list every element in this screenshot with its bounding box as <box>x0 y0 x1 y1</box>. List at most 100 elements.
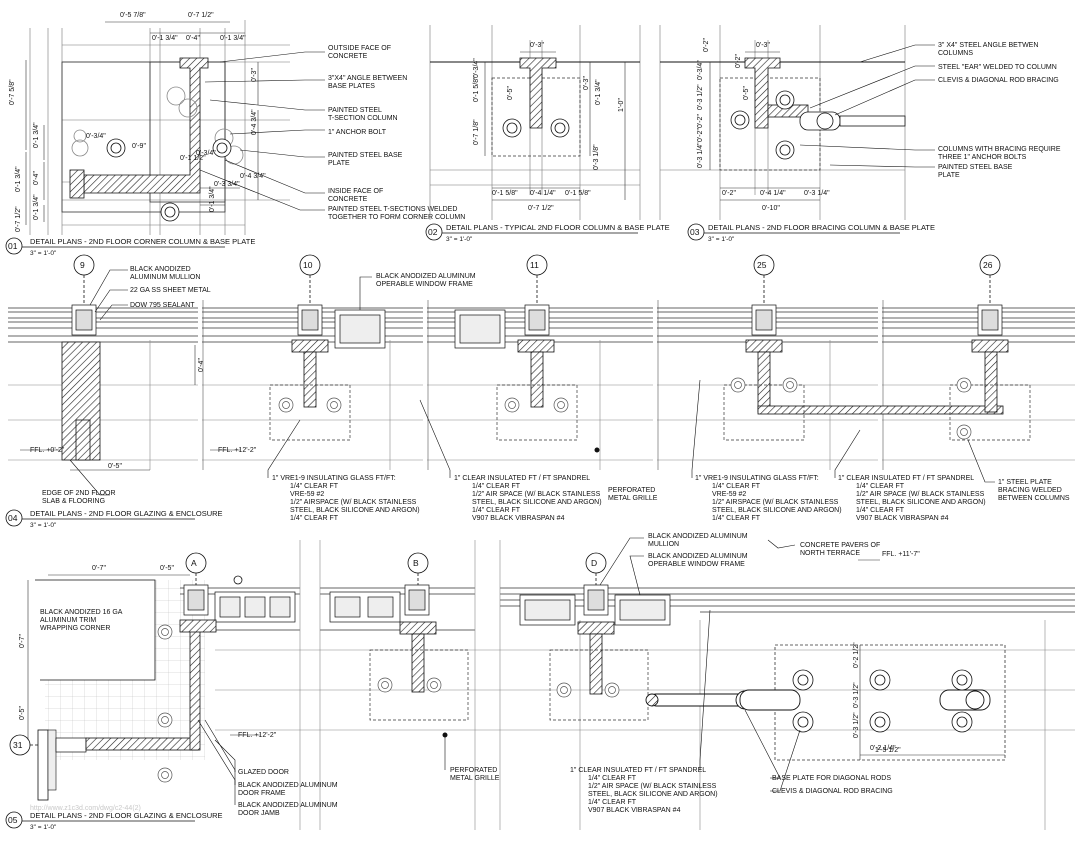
note: CONCRETE <box>328 53 368 60</box>
detail-title: DETAIL PLANS - 2ND FLOOR CORNER COLUMN &… <box>30 237 255 246</box>
note: METAL GRILLE <box>450 775 500 782</box>
grid-bubble: D <box>591 558 597 568</box>
detail-03-title: 03 DETAIL PLANS - 2ND FLOOR BRACING COLU… <box>687 223 935 243</box>
note: TOGETHER TO FORM CORNER COLUMN <box>328 214 465 221</box>
note: METAL GRILLE <box>608 495 658 502</box>
note: CONCRETE <box>328 196 368 203</box>
dim: 0'-5" <box>160 565 174 572</box>
grid-bubble: 25 <box>757 260 767 270</box>
dim: 0'-3 1/2" <box>853 682 860 708</box>
note: SLAB & FLOORING <box>42 498 105 505</box>
dim: 0'-2 1/4" <box>870 745 896 752</box>
note: BLACK ANODIZED ALUMINUM <box>648 533 748 540</box>
dim: 0'-5" <box>19 706 26 720</box>
dim: 0'-3/4" <box>86 133 106 140</box>
note: 3"X4" ANGLE BETWEEN <box>328 75 407 82</box>
dim: 0'-5" <box>507 86 514 100</box>
dim: 0'-2" <box>735 54 742 68</box>
note: 1/2" AIRSPACE (W/ BLACK STAINLESS <box>712 499 839 506</box>
note: 1/4" CLEAR FT <box>588 775 637 782</box>
detail-number: 02 <box>428 227 438 237</box>
dim: 0'-3 1/2" <box>853 712 860 738</box>
note: CONCRETE PAVERS OF <box>800 542 880 549</box>
note: 22 GA SS SHEET METAL <box>130 287 211 294</box>
dim: 0'-2 1/2" <box>853 642 860 668</box>
dim: 0'-2" <box>697 128 704 142</box>
note: 1/4" CLEAR FT <box>712 515 761 522</box>
note: PAINTED STEEL T-SECTIONS WELDED <box>328 206 457 213</box>
grid-bubble: 31 <box>13 740 23 750</box>
note: STEEL, BLACK SILICONE AND ARGON) <box>588 791 718 798</box>
dim: 0'-5" <box>108 463 122 470</box>
dim: 0'-7 1/8" <box>473 119 480 145</box>
detail-05-title: 05 DETAIL PLANS - 2ND FLOOR GLAZING & EN… <box>5 811 223 831</box>
note: EDGE OF 2ND FLOOR <box>42 490 116 497</box>
note: 1/2" AIR SPACE (W/ BLACK STAINLESS <box>856 491 985 498</box>
dim: 0'-3" <box>756 42 770 49</box>
dim: 0'-4 1/4" <box>530 190 556 197</box>
note: NORTH TERRACE <box>800 550 860 557</box>
dim: 0'-3" <box>251 68 258 82</box>
note: 1/4" CLEAR FT <box>290 515 339 522</box>
dim: 0'-1 3/4" <box>33 194 40 220</box>
grid-bubble: 10 <box>303 260 313 270</box>
detail-04-glazing-enclosure: 9 10 11 25 26 <box>5 254 1075 529</box>
note: ALUMINUM MULLION <box>130 274 200 281</box>
level-mark: FFL. +11'-7" <box>882 551 920 558</box>
level-mark: FFL. +12'-2" <box>238 732 277 739</box>
note: VRE-59 #2 <box>712 491 746 498</box>
dim: 0'-3" <box>530 42 544 49</box>
detail-title: DETAIL PLANS - 2ND FLOOR BRACING COLUMN … <box>708 223 935 232</box>
detail-scale: 3" = 1'-0" <box>446 236 473 243</box>
note: 1/4" CLEAR FT <box>588 799 637 806</box>
detail-number: 04 <box>8 513 18 523</box>
dim: 0'-3 1/8" <box>593 144 600 170</box>
dim: 0'-10" <box>762 205 780 212</box>
dim: 0'-4" <box>33 171 40 185</box>
detail-scale: 3" = 1'-0" <box>30 824 57 831</box>
detail-title: DETAIL PLANS - 2ND FLOOR GLAZING & ENCLO… <box>30 509 223 518</box>
note: OPERABLE WINDOW FRAME <box>648 561 745 568</box>
note: 3" X4" STEEL ANGLE BETWEN <box>938 42 1038 49</box>
dim: 0'-2" <box>703 38 710 52</box>
note: V907 BLACK VIBRASPAN #4 <box>472 515 565 522</box>
note: BLACK ANODIZED <box>130 266 191 273</box>
note: DOOR JAMB <box>238 810 280 817</box>
note: PAINTED STEEL BASE <box>328 152 403 159</box>
dim: 0'-4 3/4" <box>240 173 266 180</box>
note: 1" VRE1-9 INSULATING GLASS FT/FT: <box>272 475 396 482</box>
detail-title: DETAIL PLANS - 2ND FLOOR GLAZING & ENCLO… <box>30 811 223 820</box>
dim: 0'-3 1/4" <box>804 190 830 197</box>
dim: 0'-7" <box>92 565 106 572</box>
detail-01-corner-column: 0'-5 7/8" 0'-7 1/2" 0'-1 3/4" 0'-4" 0'-1… <box>5 12 465 257</box>
detail-scale: 3" = 1'-0" <box>30 250 57 257</box>
note: T-SECTION COLUMN <box>328 115 398 122</box>
note: 1/4" CLEAR FT <box>712 483 761 490</box>
detail-scale: 3" = 1'-0" <box>30 522 57 529</box>
note: BLACK ANODIZED ALUMINUM <box>238 782 338 789</box>
watermark: http://www.z1c3d.com/dwg/c2-44(2) <box>30 805 141 812</box>
detail-01-title: 01 DETAIL PLANS - 2ND FLOOR CORNER COLUM… <box>5 237 255 257</box>
dim: 0'-1 3/4" <box>152 35 178 42</box>
note: GLAZED DOOR <box>238 769 289 776</box>
dim: 0'-3 1/4" <box>697 142 704 168</box>
dim: 0'-4 1/4" <box>760 190 786 197</box>
dim: 0'-1 5/8" <box>473 76 480 102</box>
note: BLACK ANODIZED ALUMINUM <box>238 802 338 809</box>
grid-bubble: B <box>413 558 419 568</box>
dim: 0'-3/4" <box>473 58 480 78</box>
note: PERFORATED <box>608 487 655 494</box>
note: PLATE <box>328 160 350 167</box>
level-mark: FFL. +12'-2" <box>218 447 257 454</box>
note: COLUMNS <box>938 50 973 57</box>
detail-02-typical-column: 0'-3" 0'-3/4" 0'-5" 0'-1 5/8" 0'-3" 0'-1… <box>425 25 670 243</box>
dim: 0'-7 1/2" <box>15 206 22 232</box>
detail-scale: 3" = 1'-0" <box>708 236 735 243</box>
note: 1/4" CLEAR FT <box>856 507 905 514</box>
note: 1/2" AIRSPACE (W/ BLACK STAINLESS <box>290 499 417 506</box>
detail-02-title: 02 DETAIL PLANS - TYPICAL 2ND FLOOR COLU… <box>425 223 670 243</box>
note: 1/2" AIR SPACE (W/ BLACK STAINLESS <box>588 783 717 790</box>
note: INSIDE FACE OF <box>328 188 383 195</box>
grid-bubble: A <box>191 558 197 568</box>
